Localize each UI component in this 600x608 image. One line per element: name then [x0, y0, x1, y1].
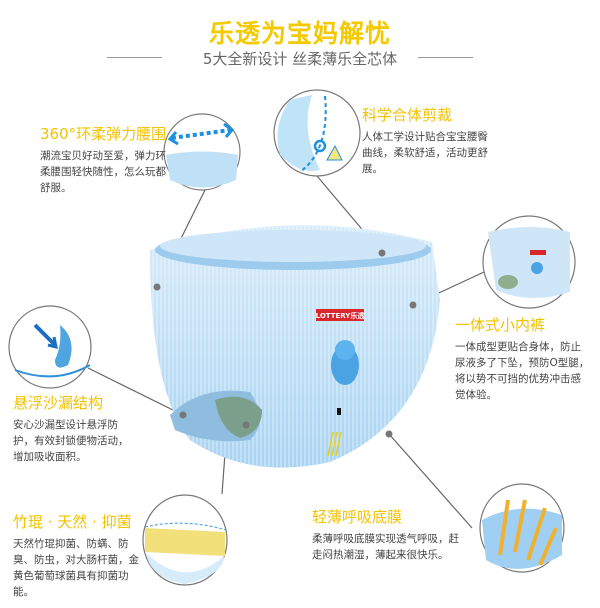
feature-description: 天然竹琨抑菌、防螨、防臭、防虫，对大肠杆菌，金黄色葡萄球菌具有抑菌功能。 [13, 538, 139, 598]
breathable-arrows-icon [479, 483, 565, 573]
feature-description: 潮流宝贝好动至爱，弹力环柔腰围轻快随性，怎么玩都舒服。 [40, 150, 166, 194]
feature-waistband: 360°环柔弹力腰围 潮流宝贝好动至爱，弹力环柔腰围轻快随性，怎么玩都舒服。 [40, 123, 175, 196]
layer-cross-section-icon [142, 494, 228, 586]
feature-title: 360°环柔弹力腰围 [40, 125, 167, 143]
feature-hourglass: 悬浮沙漏结构 安心沙漏型设计悬浮防护，有效封锁便物活动，增加吸收面积。 [13, 392, 138, 465]
pants-thumbnail-icon [482, 215, 576, 309]
svg-text:LOTTERY乐透: LOTTERY乐透 [316, 311, 365, 320]
feature-one-piece: 一体式小内裤 一体成型更贴合身体，防止尿液多了下坠，预防O型腿，将以势不可挡的优… [455, 314, 590, 403]
page-title: 乐透为宝妈解忧 [208, 19, 391, 48]
droplet-arrow-icon [8, 305, 92, 389]
feature-description: 一体成型更贴合身体，防止尿液多了下坠，预防O型腿，将以势不可挡的优势冲击感觉体验… [455, 341, 590, 401]
divider-right [418, 57, 473, 58]
feature-description: 安心沙漏型设计悬浮防护，有效封锁便物活动，增加吸收面积。 [13, 419, 129, 463]
feature-title: 一体式小内裤 [455, 316, 546, 334]
feature-breathable: 轻薄呼吸底膜 柔薄呼吸底膜实现透气呼吸，赶走闷热潮湿，薄起来很快乐。 [312, 506, 464, 563]
feature-title: 竹琨 · 天然 · 抑菌 [13, 513, 132, 531]
brand-logo [316, 309, 364, 321]
divider-left [107, 57, 162, 58]
feature-title: 科学合体剪裁 [362, 106, 453, 124]
feature-fit-cut: 科学合体剪裁 人体工学设计贴合宝宝腰臀曲线，柔软舒适，活动更舒展。 [362, 104, 490, 177]
feature-description: 柔薄呼吸底膜实现透气呼吸，赶走闷热潮湿，薄起来很快乐。 [312, 533, 459, 561]
double-arrow-waist-icon [163, 113, 241, 191]
connector-dots [153, 249, 417, 438]
feature-description: 人体工学设计贴合宝宝腰臀曲线，柔软舒适，活动更舒展。 [362, 131, 488, 175]
feature-bamboo: 竹琨 · 天然 · 抑菌 天然竹琨抑菌、防螨、防臭、防虫，对大肠杆菌，金黄色葡萄… [13, 511, 148, 600]
page-subtitle: 5大全新设计 丝柔薄乐全芯体 [202, 50, 398, 68]
diaper-product-image: LOTTERY乐透 [150, 225, 440, 468]
feature-title: 轻薄呼吸底膜 [312, 508, 403, 526]
butterfly-cut-icon [273, 89, 361, 177]
feature-title: 悬浮沙漏结构 [13, 394, 104, 412]
